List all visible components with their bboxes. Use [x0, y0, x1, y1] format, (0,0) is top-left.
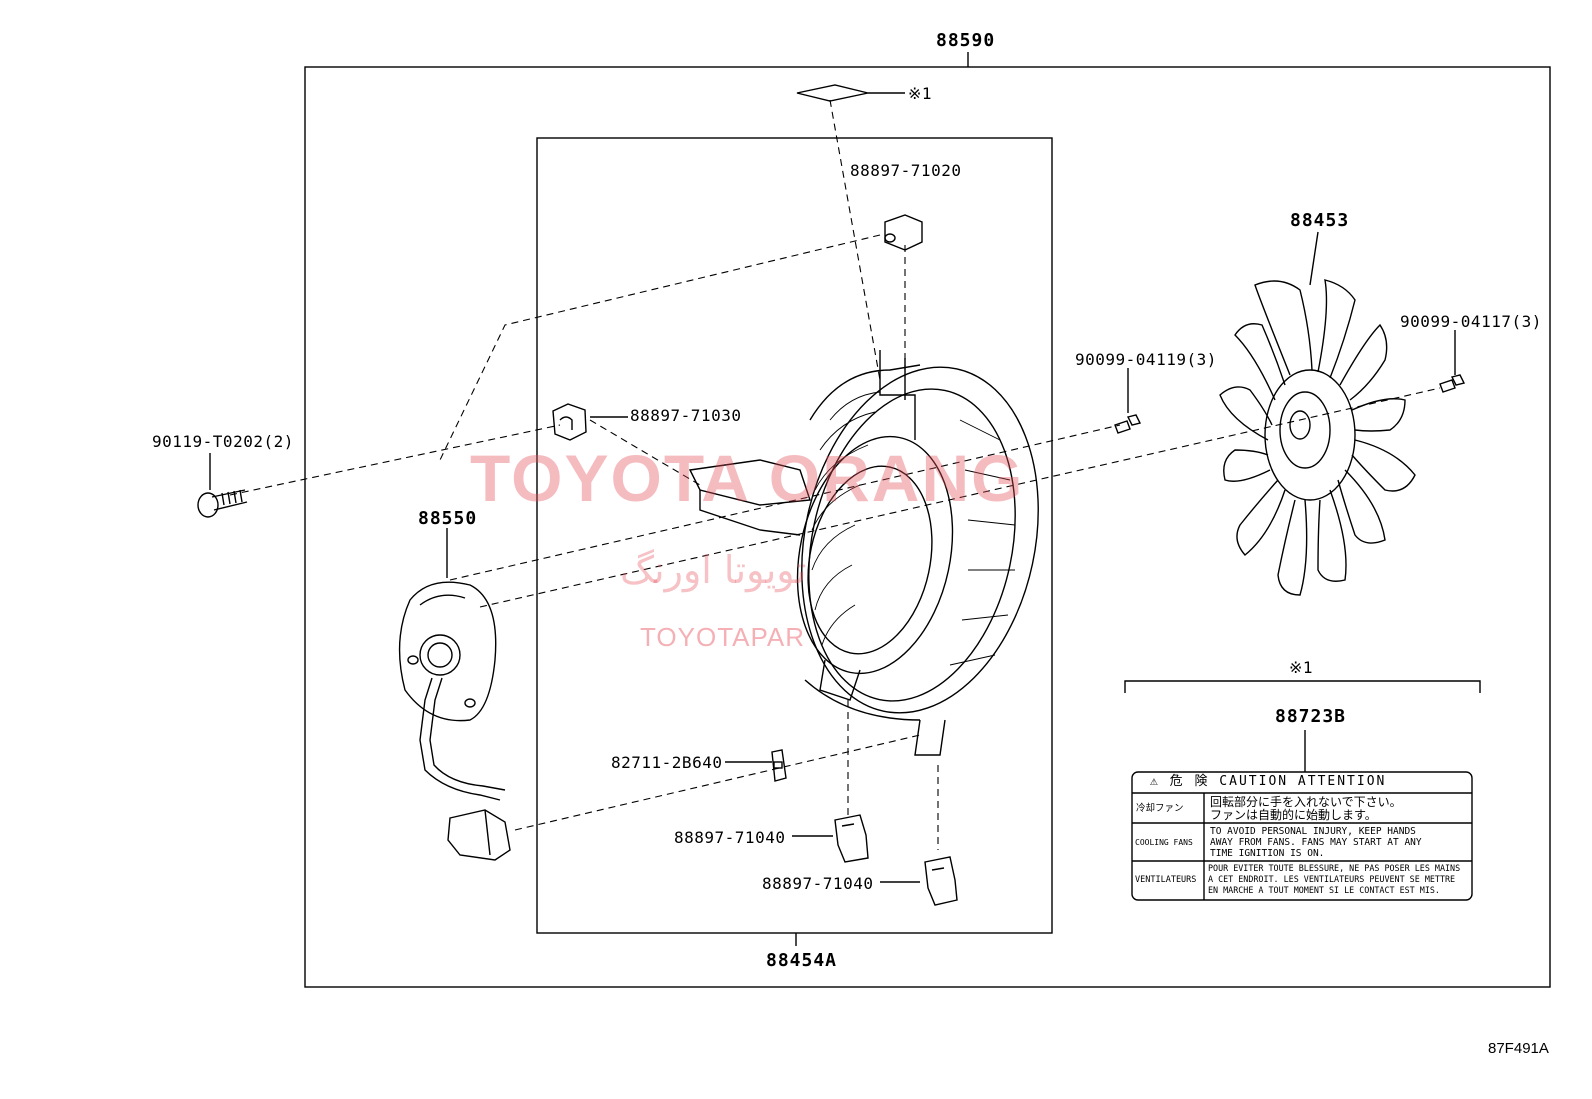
- screw-left-part: [197, 489, 248, 518]
- caution-row2-text-1: TO AVOID PERSONAL INJURY, KEEP HANDS: [1210, 826, 1416, 837]
- screw-fan-part-number: 90099-04117(3): [1400, 312, 1542, 331]
- caution-row3-text-2: A CET ENDROIT. LES VENTILATEURS PEUVENT …: [1208, 874, 1456, 884]
- caution-row2-text-2: AWAY FROM FANS. FANS MAY START AT ANY: [1210, 837, 1422, 848]
- clip-2-part-number: 88897-71040: [762, 874, 874, 893]
- cushion-left-part-number: 88897-71030: [630, 406, 742, 425]
- label-sheet: [796, 84, 869, 102]
- watermark-site: TOYOTAPAR: [640, 622, 806, 652]
- label-sheet-mark: ※1: [908, 84, 933, 103]
- clip-2-part: [924, 856, 958, 906]
- screw-motor-part: [1114, 414, 1142, 434]
- shroud-part-number: 88454A: [766, 950, 838, 971]
- connector-part: [771, 749, 787, 782]
- motor-part: [398, 581, 511, 861]
- clip-1-part: [834, 814, 869, 863]
- screw-left-part-number: 90119-T0202(2): [152, 432, 294, 451]
- caution-plate-header: ⚠ 危 険 CAUTION ATTENTION: [1150, 774, 1387, 789]
- fan-part-number: 88453: [1290, 210, 1350, 231]
- shroud-frame: [536, 137, 1053, 934]
- caution-row3-text-1: POUR EVITER TOUTE BLESSURE, NE PAS POSER…: [1208, 863, 1461, 873]
- cushion-top-part: [884, 214, 923, 251]
- clip-1-part-number: 88897-71040: [674, 828, 786, 847]
- caution-row2-title: COOLING FANS: [1135, 838, 1193, 847]
- shroud-part: [688, 350, 1039, 756]
- fan-part: [1219, 279, 1416, 596]
- assembly-frame: [304, 66, 1551, 988]
- watermark-persian: تويوتا اورنگ: [620, 548, 807, 592]
- screw-motor-part-number: 90099-04119(3): [1075, 350, 1217, 369]
- caution-row3-title: VENTILATEURS: [1135, 875, 1197, 885]
- caution-plate: [1131, 771, 1473, 901]
- caution-row2-text-3: TIME IGNITION IS ON.: [1210, 848, 1325, 859]
- caution-row3-text-3: EN MARCHE A TOUT MOMENT SI LE CONTACT ES…: [1208, 885, 1440, 895]
- caution-label-part-number: 88723B: [1275, 706, 1347, 727]
- watermark-brand: TOYOTA ORANG: [470, 441, 1025, 515]
- connector-part-number: 82711-2B640: [611, 753, 723, 772]
- cushion-left-part: [552, 403, 587, 441]
- screw-fan-part: [1439, 374, 1466, 393]
- caution-row1-text-2: ファンは自動的に始動します。: [1210, 808, 1377, 822]
- caution-row1-text-1: 回転部分に手を入れないで下さい。: [1210, 795, 1402, 809]
- motor-part-number: 88550: [418, 508, 478, 529]
- cushion-top-part-number: 88897-71020: [850, 161, 962, 180]
- caution-row1-title: 冷却ファン: [1136, 803, 1184, 814]
- figure-number: 87F491A: [1488, 1040, 1549, 1057]
- assembly-part-number: 88590: [936, 30, 996, 51]
- bracket-note-mark: ※1: [1289, 658, 1314, 677]
